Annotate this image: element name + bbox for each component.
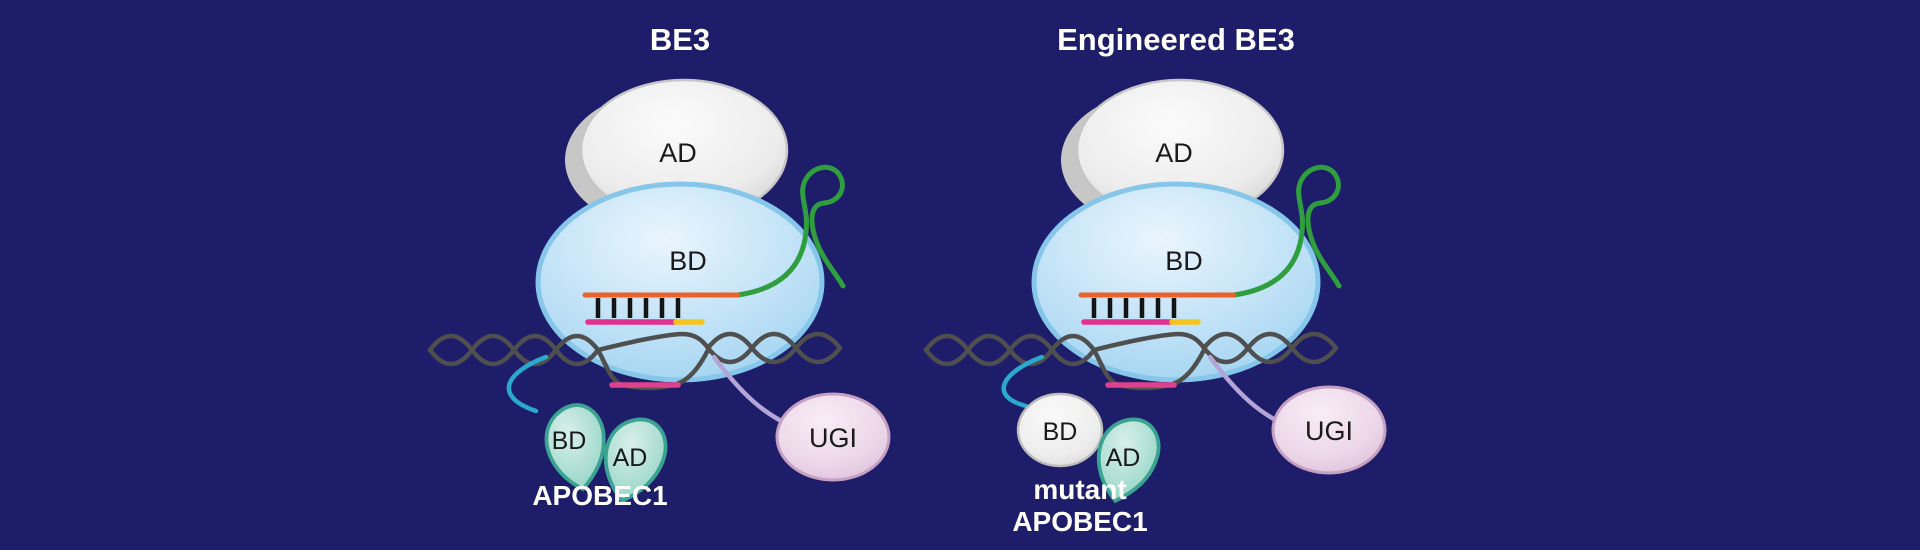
apobec-caption-line2: APOBEC1 — [1012, 506, 1147, 537]
dna-helix — [427, 331, 843, 391]
cas9-bd-label: BD — [669, 246, 707, 276]
cas9-ad-label: AD — [1155, 138, 1193, 168]
apobec-ad-lobe — [1096, 417, 1161, 504]
apobec-bd-lobe — [544, 403, 606, 492]
mutant-apobec-bd-domain — [1016, 392, 1104, 468]
panel-engineered-be3: Engineered BE3 AD BD BD AD mutant APOBEC… — [923, 22, 1387, 537]
dna-helix — [923, 331, 1339, 391]
dna-strand-bottom — [595, 347, 711, 391]
basepair-ticks — [1091, 298, 1177, 318]
dna-helix-left-b — [427, 333, 601, 367]
apobec-caption: APOBEC1 — [532, 480, 667, 511]
dna-helix-left-b — [923, 333, 1097, 367]
ugi-domain — [775, 392, 891, 482]
apobec-ad-label: AD — [613, 444, 648, 472]
dna-helix-right-a — [1201, 331, 1339, 365]
apobec-ad-label: AD — [1106, 444, 1141, 472]
cas9-bd-label: BD — [1165, 246, 1203, 276]
apobec-ad-lobe — [603, 417, 668, 504]
apobec-linker — [506, 354, 549, 414]
sgrna-scaffold — [735, 164, 846, 298]
dna-helix-right-a — [705, 331, 843, 365]
apobec-bd-label: BD — [552, 427, 587, 455]
cas9-ad-label: AD — [659, 138, 697, 168]
basepair-ticks — [595, 298, 681, 318]
dna-strand-top — [1091, 331, 1207, 353]
ugi-domain — [1271, 385, 1387, 475]
apobec-bd-label: BD — [1043, 418, 1078, 446]
cas9-bd-domain — [1031, 181, 1321, 383]
dna-helix-right-b — [1201, 331, 1339, 365]
panel-title: Engineered BE3 — [1057, 22, 1295, 57]
dna-strand-bottom — [1091, 347, 1207, 391]
dna-helix-right-b — [705, 331, 843, 365]
dna-strand-top — [595, 331, 711, 353]
apobec-caption-line1: mutant — [1033, 474, 1126, 505]
ugi-label: UGI — [809, 423, 857, 453]
panel-be3: BE3 AD BD BD AD APOBEC1 UGI — [427, 22, 891, 511]
ugi-label: UGI — [1305, 416, 1353, 446]
panel-title: BE3 — [650, 22, 710, 57]
sgrna-scaffold — [1231, 164, 1342, 298]
apobec-linker — [1001, 354, 1045, 409]
cas9-bd-domain — [535, 181, 825, 383]
